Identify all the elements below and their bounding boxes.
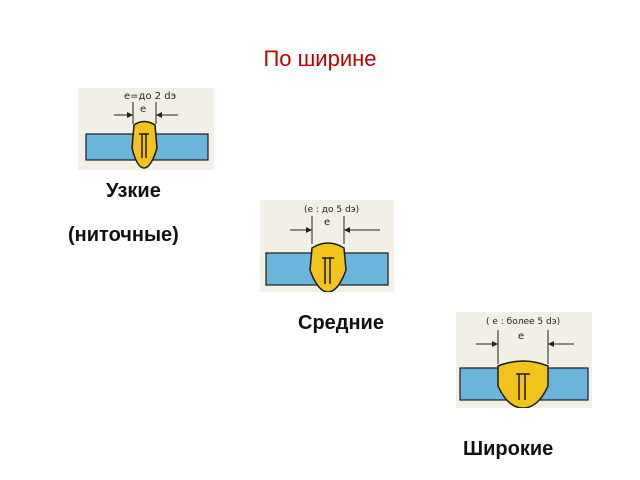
wide-weld-figure: ( e : более 5 dэ) e [456, 312, 592, 408]
slide-title: По ширине [263, 46, 377, 71]
wide-label: Широкие [463, 438, 554, 460]
narrow-dimension-symbol: e [140, 104, 146, 115]
medium-weld-bead [309, 242, 347, 292]
narrow-weld-bead [131, 120, 158, 169]
medium-dimension-note: (e : до 5 dэ) [304, 205, 359, 215]
narrow-weld-figure: e=до 2 dэ e [78, 88, 214, 170]
narrow-label-line-2: (ниточные) [68, 224, 179, 246]
medium-dimension-symbol: e [324, 217, 330, 228]
narrow-dimension-note: e=до 2 dэ [124, 91, 176, 102]
medium-label: Средние [298, 312, 384, 334]
narrow-label-line-1: Узкие [106, 180, 161, 202]
wide-dimension-symbol: e [518, 331, 524, 342]
medium-weld-figure: (e : до 5 dэ) e [260, 200, 394, 292]
wide-dimension-note: ( e : более 5 dэ) [486, 317, 560, 327]
wide-weld-bead [497, 360, 549, 408]
